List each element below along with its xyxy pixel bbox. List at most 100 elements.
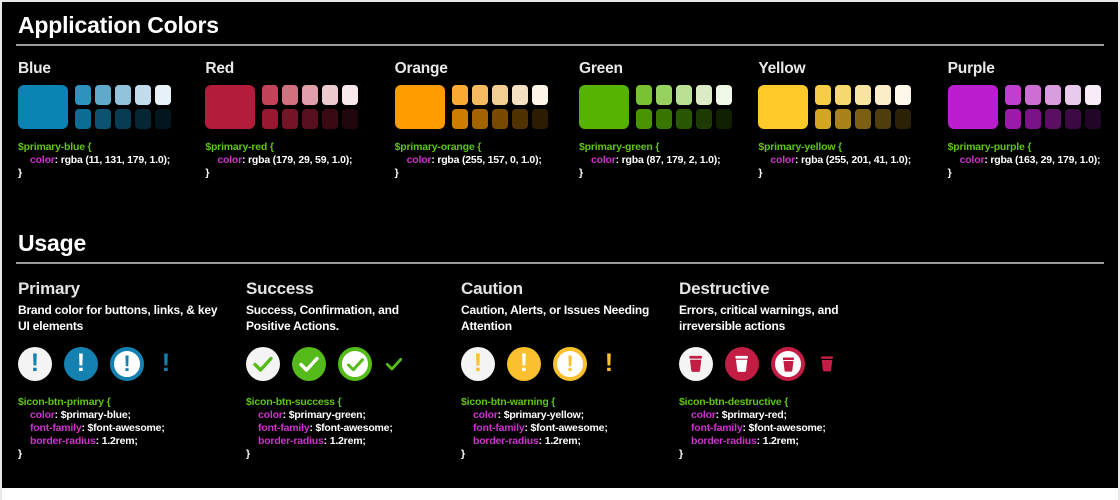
tint-row — [1004, 85, 1101, 105]
tint-swatch-3[interactable] — [302, 85, 319, 105]
shade-swatch-4[interactable] — [1064, 109, 1081, 129]
tint-swatch-2[interactable] — [95, 85, 111, 105]
tint-swatch-3[interactable] — [1044, 85, 1061, 105]
code-declaration: color: rgba (179, 29, 59, 1.0); — [217, 154, 353, 166]
shade-swatch-2[interactable] — [1024, 109, 1041, 129]
shade-swatch-5[interactable] — [531, 109, 548, 129]
check-circle-icon-bare[interactable] — [384, 347, 404, 381]
shade-row — [75, 109, 171, 129]
code-declaration: font-family: $font-awesome; — [473, 422, 608, 434]
shade-swatch-4[interactable] — [135, 109, 151, 129]
exclamation-circle-icon-button-outline[interactable]: ! — [110, 347, 144, 381]
tint-swatch-5[interactable] — [715, 85, 732, 105]
check-circle-icon-button-outline[interactable] — [338, 347, 372, 381]
code-value: $primary-yellow; — [503, 409, 584, 421]
shade-swatch-1[interactable] — [815, 109, 832, 129]
exclamation-circle-icon-button-solid[interactable]: ! — [64, 347, 98, 381]
primary-swatch[interactable] — [394, 85, 445, 129]
tint-swatch-5[interactable] — [1084, 85, 1101, 105]
shade-swatch-1[interactable] — [1004, 109, 1021, 129]
shade-swatch-5[interactable] — [342, 109, 359, 129]
tint-swatch-1[interactable] — [75, 85, 91, 105]
usage-card-description: Errors, critical warnings, and irreversi… — [679, 303, 839, 333]
tint-swatch-2[interactable] — [835, 85, 852, 105]
primary-swatch[interactable] — [578, 85, 629, 129]
shade-swatch-4[interactable] — [875, 109, 892, 129]
trash-icon-bare[interactable] — [817, 347, 837, 381]
exclamation-circle-icon-button-light[interactable]: ! — [461, 347, 495, 381]
palette-column-red: Red$primary-red {color: rgba (179, 29, 5… — [189, 60, 378, 180]
code-property: color — [258, 409, 283, 421]
code-value: 1.2rem; — [329, 435, 366, 447]
trash-icon-button-solid[interactable] — [725, 347, 759, 381]
usage-code-block: $icon-btn-success {color: $primary-green… — [246, 396, 445, 461]
tint-swatch-2[interactable] — [282, 85, 299, 105]
primary-swatch[interactable] — [18, 85, 68, 129]
tint-swatch-3[interactable] — [855, 85, 872, 105]
code-value: rgba (255, 201, 41, 1.0); — [801, 154, 912, 166]
tint-swatch-5[interactable] — [155, 85, 171, 105]
tint-swatch-1[interactable] — [815, 85, 832, 105]
tint-swatch-2[interactable] — [471, 85, 488, 105]
shade-swatch-2[interactable] — [282, 109, 299, 129]
icon-variant-row: !!!! — [461, 344, 663, 384]
check-circle-icon-button-solid[interactable] — [292, 347, 326, 381]
code-declaration: color: $primary-red; — [691, 409, 787, 421]
tint-swatch-4[interactable] — [135, 85, 151, 105]
tint-swatch-4[interactable] — [1064, 85, 1081, 105]
primary-swatch[interactable] — [947, 85, 998, 129]
shade-swatch-2[interactable] — [835, 109, 852, 129]
tint-swatch-3[interactable] — [115, 85, 131, 105]
trash-icon-button-light[interactable] — [679, 347, 713, 381]
shade-swatch-1[interactable] — [75, 109, 91, 129]
shade-swatch-4[interactable] — [511, 109, 528, 129]
tint-swatch-5[interactable] — [531, 85, 548, 105]
tint-swatch-3[interactable] — [491, 85, 508, 105]
tint-swatch-2[interactable] — [655, 85, 672, 105]
shade-swatch-5[interactable] — [895, 109, 912, 129]
code-declaration: font-family: $font-awesome; — [691, 422, 826, 434]
shade-swatch-3[interactable] — [491, 109, 508, 129]
exclamation-circle-icon-button-light[interactable]: ! — [18, 347, 52, 381]
code-selector: $icon-btn-success { — [246, 396, 342, 408]
primary-swatch[interactable] — [758, 85, 809, 129]
tint-swatch-4[interactable] — [511, 85, 528, 105]
shade-swatch-1[interactable] — [635, 109, 652, 129]
shade-swatch-1[interactable] — [262, 109, 279, 129]
tint-swatch-1[interactable] — [262, 85, 279, 105]
shade-swatch-5[interactable] — [155, 109, 171, 129]
tint-swatch-1[interactable] — [1004, 85, 1021, 105]
check-circle-icon-button-light[interactable] — [246, 347, 280, 381]
shade-swatch-3[interactable] — [115, 109, 131, 129]
shade-swatch-3[interactable] — [675, 109, 692, 129]
exclamation-circle-icon-bare[interactable]: ! — [604, 349, 614, 378]
tint-swatch-5[interactable] — [895, 85, 912, 105]
shade-swatch-2[interactable] — [655, 109, 672, 129]
shade-swatch-3[interactable] — [1044, 109, 1061, 129]
shade-swatch-3[interactable] — [302, 109, 319, 129]
tint-swatch-1[interactable] — [451, 85, 468, 105]
tint-swatch-5[interactable] — [342, 85, 359, 105]
primary-swatch[interactable] — [205, 85, 256, 129]
shade-swatch-4[interactable] — [695, 109, 712, 129]
shade-swatch-5[interactable] — [715, 109, 732, 129]
code-property: color — [406, 154, 432, 166]
shade-swatch-3[interactable] — [855, 109, 872, 129]
shade-swatch-5[interactable] — [1084, 109, 1101, 129]
shade-swatch-2[interactable] — [95, 109, 111, 129]
exclamation-circle-icon-button-solid[interactable]: ! — [507, 347, 541, 381]
shade-swatch-2[interactable] — [471, 109, 488, 129]
exclamation-circle-icon-bare[interactable]: ! — [161, 349, 171, 378]
tint-swatch-4[interactable] — [695, 85, 712, 105]
tint-swatch-2[interactable] — [1024, 85, 1041, 105]
trash-icon-button-outline[interactable] — [771, 347, 805, 381]
tint-swatch-4[interactable] — [875, 85, 892, 105]
shade-swatch-4[interactable] — [322, 109, 339, 129]
tint-swatch-4[interactable] — [322, 85, 339, 105]
tint-swatch-3[interactable] — [675, 85, 692, 105]
swatch-group — [578, 85, 742, 129]
exclamation-circle-icon-button-outline[interactable]: ! — [553, 347, 587, 381]
tint-swatch-1[interactable] — [635, 85, 652, 105]
shade-swatch-1[interactable] — [451, 109, 468, 129]
